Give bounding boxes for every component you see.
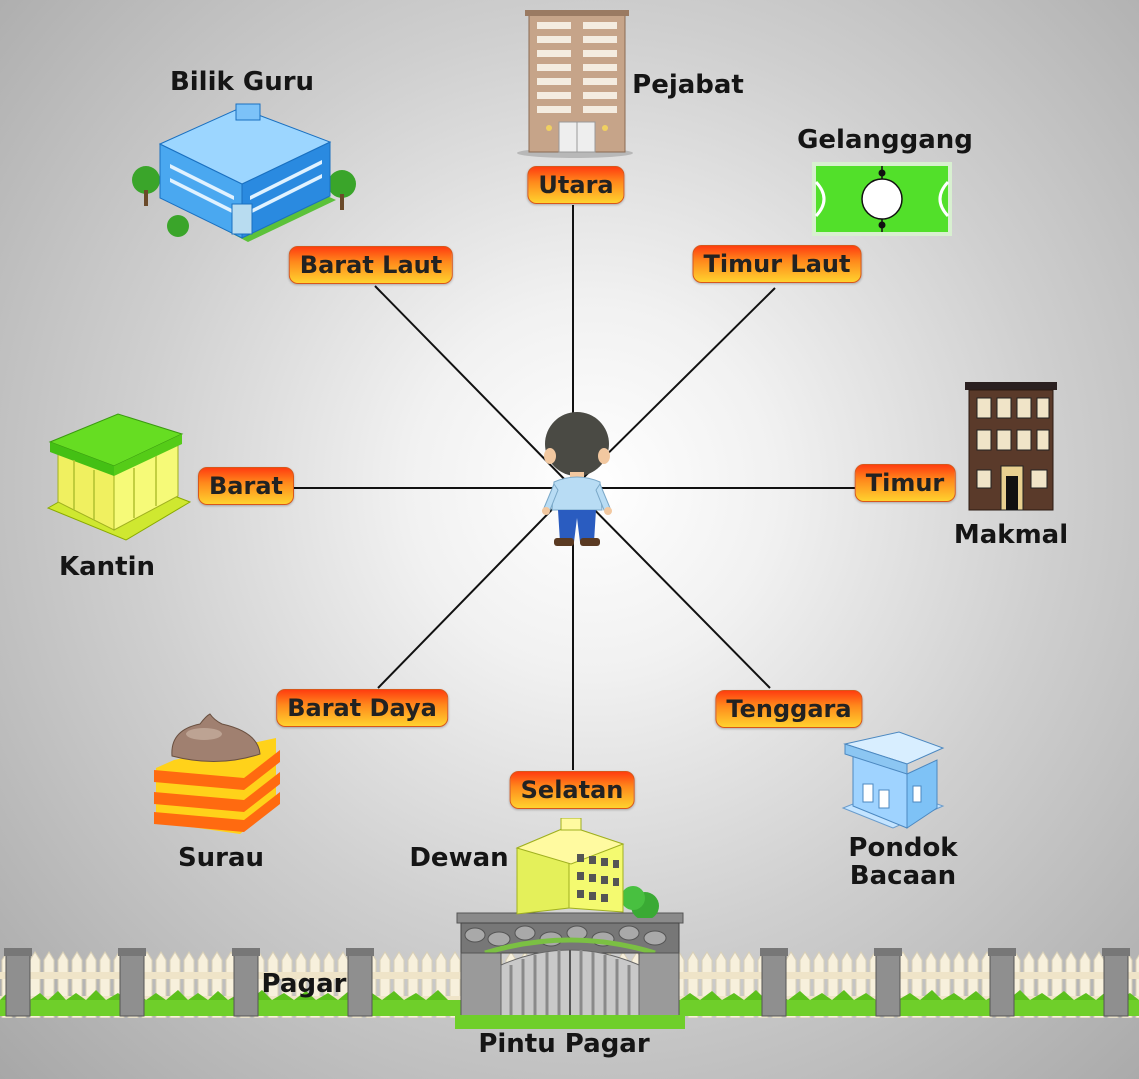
gate-icon bbox=[455, 912, 685, 1029]
direction-west-label: Barat bbox=[198, 467, 294, 505]
laboratory-building-icon bbox=[965, 382, 1057, 511]
person-icon bbox=[542, 412, 612, 546]
direction-northeast-label: Timur Laut bbox=[692, 245, 862, 283]
direction-southeast-label: Tenggara bbox=[715, 690, 863, 728]
place-gelanggang-label: Gelanggang bbox=[797, 125, 973, 155]
direction-south-label: Selatan bbox=[509, 771, 635, 809]
place-makmal-label: Makmal bbox=[953, 520, 1069, 550]
spoke-southeast bbox=[572, 487, 771, 689]
place-kantin-label: Kantin bbox=[58, 552, 156, 582]
place-pagar-label: Pagar bbox=[261, 969, 347, 999]
spoke-northwest bbox=[374, 285, 574, 489]
direction-southwest-label: Barat Daya bbox=[276, 689, 448, 727]
spoke-southwest bbox=[377, 487, 574, 689]
reading-hut-icon bbox=[841, 731, 945, 829]
place-surau-label: Surau bbox=[177, 843, 265, 873]
canteen-icon bbox=[46, 413, 192, 541]
teachers-room-icon bbox=[132, 103, 356, 242]
surau-icon bbox=[154, 713, 280, 834]
place-pejabat-label: Pejabat bbox=[632, 70, 744, 100]
place-pondok-bacaan-line1: Pondok bbox=[848, 833, 958, 863]
place-bilik-guru-label: Bilik Guru bbox=[169, 67, 315, 97]
place-pintu-pagar-label: Pintu Pagar bbox=[478, 1029, 650, 1059]
field-icon bbox=[812, 162, 952, 236]
direction-north-label: Utara bbox=[527, 166, 625, 204]
direction-east-label: Timur bbox=[854, 464, 956, 502]
place-pondok-bacaan-label: Pondok Bacaan bbox=[848, 834, 957, 890]
hall-building-icon bbox=[515, 818, 659, 918]
direction-northwest-label: Barat Laut bbox=[288, 246, 454, 284]
place-dewan-label: Dewan bbox=[409, 843, 509, 873]
office-building-icon bbox=[517, 10, 633, 158]
place-pondok-bacaan-line2: Bacaan bbox=[849, 861, 957, 891]
